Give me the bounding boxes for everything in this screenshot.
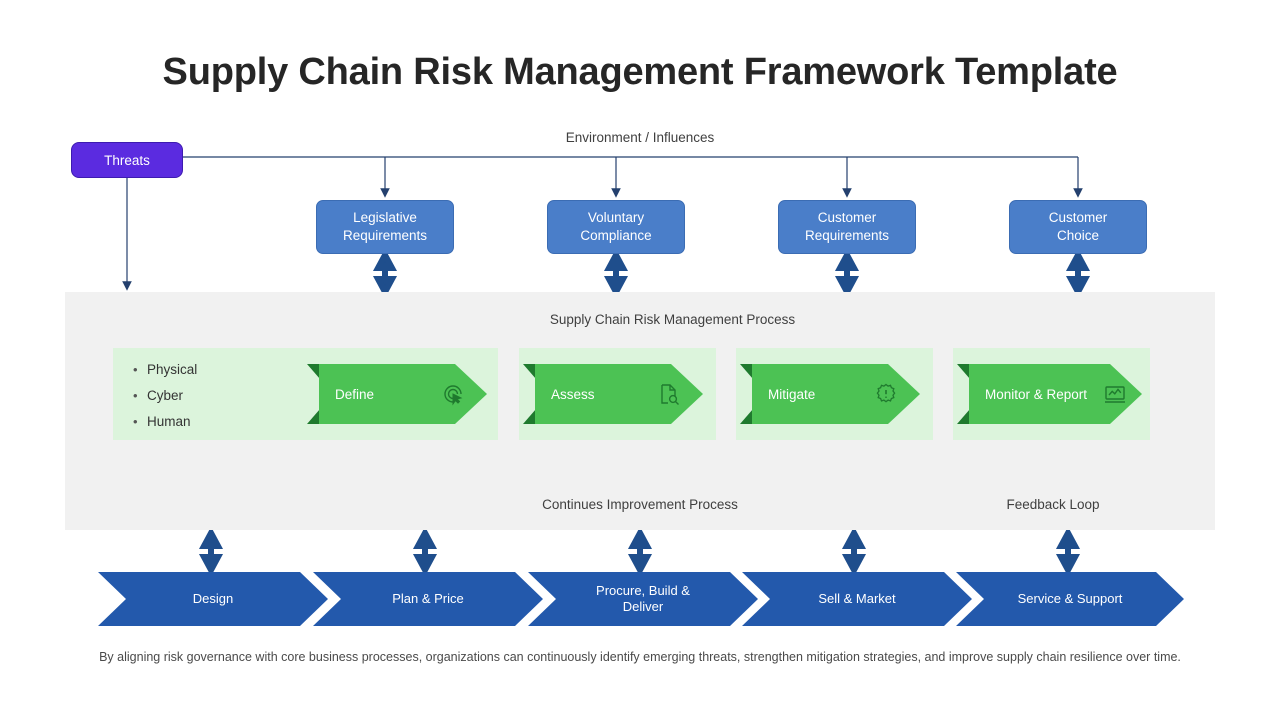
- ribbon-body: [752, 364, 920, 424]
- gear-alert-icon: [874, 364, 898, 424]
- process-step-define[interactable]: Define: [307, 364, 487, 424]
- loop-label-feedback: Feedback Loop: [1006, 497, 1100, 512]
- list-item: • Human: [133, 408, 303, 434]
- chart-monitor-icon: [1103, 364, 1127, 424]
- bullet-icon: •: [133, 413, 138, 429]
- value-chain-step-plan-price[interactable]: Plan & Price: [313, 572, 543, 626]
- process-step-mitigate[interactable]: Mitigate: [740, 364, 920, 424]
- value-chain-step-service-support[interactable]: Service & Support: [956, 572, 1184, 626]
- list-item: • Cyber: [133, 382, 303, 408]
- loop-label-continues-improvement: Continues Improvement Process: [542, 497, 738, 512]
- ribbon-fold-top-icon: [740, 364, 753, 379]
- process-step-monitor-report[interactable]: Monitor & Report: [957, 364, 1142, 424]
- process-step-label: Monitor & Report: [985, 386, 1088, 402]
- value-chain-step-sell-market[interactable]: Sell & Market: [742, 572, 972, 626]
- target-cursor-icon: [441, 364, 465, 424]
- risk-category-label: Cyber: [147, 387, 184, 403]
- ribbon-fold-top-icon: [523, 364, 536, 379]
- risk-category-label: Physical: [147, 361, 198, 377]
- process-band-title: Supply Chain Risk Management Process: [549, 312, 796, 327]
- value-chain-step-procure-build-deliver[interactable]: Procure, Build &Deliver: [528, 572, 758, 626]
- process-step-label: Mitigate: [768, 386, 816, 402]
- threats-box[interactable]: Threats: [71, 142, 183, 178]
- ribbon-fold-top-icon: [307, 364, 320, 379]
- ribbon-fold-bottom-icon: [957, 409, 970, 424]
- footer-caption: By aligning risk governance with core bu…: [99, 650, 1181, 664]
- ribbon-body: [319, 364, 487, 424]
- ribbon-fold-bottom-icon: [523, 409, 536, 424]
- process-step-label: Define: [335, 386, 375, 402]
- ribbon-fold-bottom-icon: [307, 409, 320, 424]
- environment-label: Environment / Influences: [565, 130, 715, 145]
- process-step-assess[interactable]: Assess: [523, 364, 703, 424]
- value-chain-step-design[interactable]: Design: [98, 572, 328, 626]
- ribbon-fold-top-icon: [957, 364, 970, 379]
- document-search-icon: [657, 364, 681, 424]
- bullet-icon: •: [133, 387, 138, 403]
- process-step-label: Assess: [551, 386, 595, 402]
- list-item: • Physical: [133, 356, 303, 382]
- ribbon-body: [969, 364, 1142, 424]
- ribbon-fold-bottom-icon: [740, 409, 753, 424]
- bullet-icon: •: [133, 361, 138, 377]
- risk-category-list: • Physical • Cyber • Human: [133, 356, 303, 434]
- page-title: Supply Chain Risk Management Framework T…: [162, 51, 1118, 93]
- risk-category-label: Human: [147, 413, 191, 429]
